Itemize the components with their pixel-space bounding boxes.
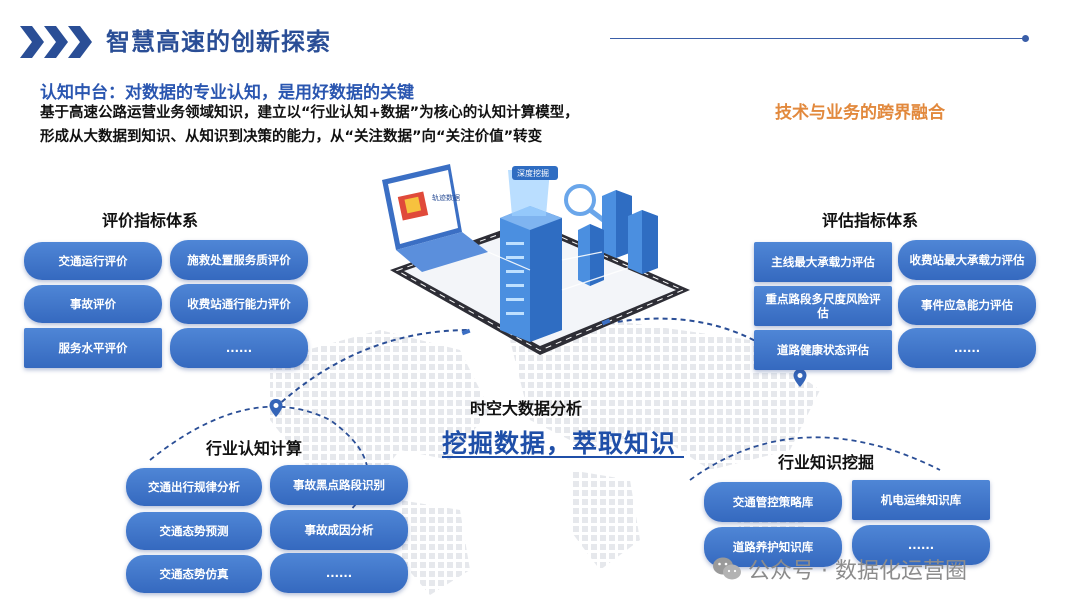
header-divider [610, 38, 1024, 39]
intro-line-1: 基于高速公路运营业务领域知识，建立以“行业认知+数据”为核心的认知计算模型， [40, 105, 579, 121]
assessment-item: 重点路段多尺度风险评估 [754, 286, 892, 326]
world-map-background [270, 320, 820, 595]
cognition-item: 交通出行规律分析 [126, 468, 262, 506]
evaluation-item: 施救处置服务质评价 [170, 240, 308, 280]
cross-domain-label: 技术与业务的跨界融合 [775, 103, 945, 123]
evaluation-item: 交通运行评价 [24, 242, 162, 280]
cognition-item: ...... [270, 553, 408, 593]
center-label: 时空大数据分析 [470, 399, 583, 418]
laptop-label: 轨迹数据 [432, 193, 460, 202]
knowledge-item: ...... [852, 525, 990, 565]
intro-subtitle: 认知中台：对数据的专业认知，是用好数据的关键 [40, 83, 414, 103]
assessment-item: 事件应急能力评估 [898, 285, 1036, 325]
tagline-underline [442, 456, 684, 458]
watermark-text: 公众号 · 数据化运营圈 [748, 559, 967, 584]
watermark: 公众号 · 数据化运营圈 [712, 553, 967, 585]
evaluation-item: 收费站通行能力评价 [170, 284, 308, 324]
knowledge-item: 机电运维知识库 [852, 480, 990, 520]
center-tagline: 挖掘数据，萃取知识 [442, 429, 677, 458]
data-center-illustration: 轨迹数据 深度挖掘 [382, 164, 690, 355]
knowledge-item: 交通管控策略库 [704, 482, 842, 522]
header-divider-dot [1022, 35, 1029, 42]
location-pin-icon [793, 369, 807, 387]
location-pin-icon [269, 399, 283, 417]
cognition-item: 事故黑点路段识别 [270, 465, 408, 505]
page-title: 智慧高速的创新探索 [106, 28, 331, 56]
assessment-item: 收费站最大承载力评估 [898, 240, 1036, 280]
assessment-index-title: 评估指标体系 [822, 211, 919, 230]
evaluation-item: 事故评价 [24, 285, 162, 323]
evaluation-item: 服务水平评价 [24, 328, 162, 368]
server-label: 深度挖掘 [517, 168, 549, 178]
evaluation-index-title: 评价指标体系 [102, 211, 199, 230]
intro-line-2: 形成从大数据到知识、从知识到决策的能力，从“关注数据”向“关注价值”转变 [40, 129, 543, 145]
cognition-item: 交通态势预测 [126, 512, 262, 550]
assessment-item: ...... [898, 328, 1036, 368]
evaluation-item: ...... [170, 328, 308, 368]
industry-knowledge-title: 行业知识挖掘 [778, 453, 875, 472]
cognition-item: 事故成因分析 [270, 510, 408, 550]
cognition-item: 交通态势仿真 [126, 555, 262, 593]
industry-cognition-title: 行业认知计算 [206, 439, 303, 458]
assessment-item: 道路健康状态评估 [754, 330, 892, 370]
assessment-item: 主线最大承载力评估 [754, 242, 892, 282]
wechat-icon [713, 557, 741, 580]
chevron-arrows-icon [20, 26, 92, 58]
